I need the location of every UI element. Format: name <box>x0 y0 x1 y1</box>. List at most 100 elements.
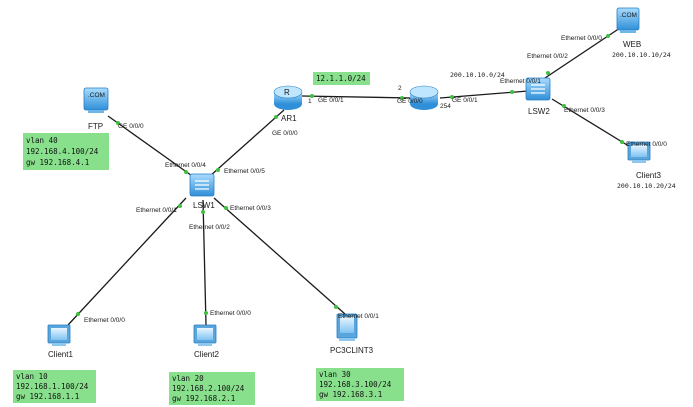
router-ar1[interactable]: R <box>273 85 303 110</box>
port-label: Ethernet 0/0/2 <box>527 53 568 60</box>
port-label: 254 <box>440 103 451 110</box>
switch-lsw2[interactable] <box>525 77 551 101</box>
port-dot <box>606 34 610 38</box>
note-box <box>169 372 255 405</box>
note-client2: vlan 20 192.168.2.100/24 gw 192.168.2.1 <box>169 372 255 405</box>
link-ftp-lsw1[interactable] <box>107 115 196 179</box>
port-dot <box>216 168 220 172</box>
port-dot <box>546 71 550 75</box>
server-base <box>620 30 636 33</box>
router-isp[interactable] <box>409 85 439 110</box>
port-label: GE 0/0/0 <box>272 130 298 137</box>
port-dot <box>178 204 182 208</box>
port-dot <box>562 104 566 108</box>
computer-stand <box>339 338 355 341</box>
network-label-200: 200.10.10.0/24 <box>450 71 505 79</box>
computer-screen <box>631 145 647 157</box>
switch-arrows-icon <box>531 84 545 94</box>
client2-device[interactable] <box>193 324 217 346</box>
note-line: gw 192.168.1.1 <box>16 392 79 401</box>
port-label: Ethernet 0/0/3 <box>564 107 605 114</box>
note-line: 192.168.3.100/24 <box>319 380 392 389</box>
computer-stand <box>52 343 66 346</box>
device-label-client2: Client2 <box>194 350 219 359</box>
note-box <box>13 370 96 403</box>
port-label: Ethernet 0/0/2 <box>189 224 230 231</box>
note-ftp: vlan 40 192.168.4.100/24 gw 192.168.4.1 <box>23 133 109 170</box>
web-server[interactable]: .COM <box>616 7 640 33</box>
server-base <box>88 110 104 113</box>
port-dot <box>224 206 228 210</box>
ftp-server[interactable]: .COM <box>83 87 109 113</box>
computer-screen <box>340 317 354 333</box>
port-label: Ethernet 0/0/0 <box>561 35 602 42</box>
device-label-lsw2: LSW2 <box>528 107 550 116</box>
port-label: 1 <box>308 98 312 105</box>
note-line: 192.168.2.100/24 <box>172 384 245 393</box>
port-dot <box>450 95 454 99</box>
note-box <box>23 133 109 170</box>
note-line: 192.168.1.100/24 <box>16 382 89 391</box>
pc3-device[interactable] <box>336 313 358 341</box>
computer-screen <box>51 328 67 340</box>
port-label: GE 0/0/1 <box>318 97 344 104</box>
device-label-ftp: FTP <box>88 122 103 131</box>
port-label: GE 0/0/0 <box>397 98 423 105</box>
device-label-pc3: PC3CLINT3 <box>330 346 374 355</box>
link-ar1-lsw1[interactable] <box>209 109 285 177</box>
port-label: Ethernet 0/0/0 <box>84 317 125 324</box>
router-top <box>273 85 303 99</box>
link-lsw1-pc3[interactable] <box>213 197 346 315</box>
client3-device[interactable] <box>627 141 651 163</box>
port-label: Ethernet 0/0/1 <box>500 78 541 85</box>
port-label: Ethernet 0/0/1 <box>338 313 379 320</box>
port-labels: GE 0/0/0 Ethernet 0/0/4 Ethernet 0/0/5 E… <box>84 35 667 324</box>
router-letter: R <box>284 88 290 97</box>
computer-stand <box>632 160 646 163</box>
port-dots <box>76 34 624 316</box>
note-line: vlan 20 <box>172 374 204 383</box>
note-line: vlan 10 <box>16 372 48 381</box>
computer-screen <box>197 328 213 340</box>
port-dot <box>204 311 208 315</box>
server-tag-label: .COM <box>88 92 105 99</box>
port-label: Ethernet 0/0/3 <box>230 205 271 212</box>
device-label-lsw1: LSW1 <box>193 201 215 210</box>
port-label: 2 <box>398 85 402 92</box>
switch-lsw1[interactable] <box>189 173 215 197</box>
port-label: Ethernet 0/0/5 <box>224 168 265 175</box>
note-line: gw 192.168.3.1 <box>319 390 382 399</box>
port-dot <box>334 305 338 309</box>
port-dot <box>76 312 80 316</box>
note-line: 192.168.4.100/24 <box>26 147 99 156</box>
note-box <box>313 72 370 85</box>
port-dot <box>620 140 624 144</box>
port-dot <box>184 170 188 174</box>
port-label: GE 0/0/1 <box>452 97 478 104</box>
note-line: vlan 30 <box>319 370 351 379</box>
client1-device[interactable] <box>47 324 71 346</box>
address-client3: 200.10.10.20/24 <box>617 182 676 190</box>
note-line: gw 192.168.4.1 <box>26 158 89 167</box>
port-label: Ethernet 0/0/0 <box>210 310 251 317</box>
address-web: 200.10.10.10/24 <box>612 51 671 59</box>
link-lsw1-client2[interactable] <box>202 199 207 326</box>
port-dot <box>510 90 514 94</box>
port-dot <box>310 94 314 98</box>
link-lsw1-client1[interactable] <box>67 197 187 326</box>
note-pc3: vlan 30 192.168.3.100/24 gw 192.168.3.1 <box>316 368 404 401</box>
port-label: Ethernet 0/0/4 <box>165 162 206 169</box>
port-dot <box>201 210 205 214</box>
switch-arrows-icon <box>195 180 209 190</box>
port-dot <box>400 96 404 100</box>
port-dot <box>274 115 278 119</box>
device-label-client3: Client3 <box>636 171 661 180</box>
port-label: Ethernet 0/0/0 <box>626 141 667 148</box>
note-wan: 12.1.1.0/24 <box>313 72 370 85</box>
note-client1: vlan 10 192.168.1.100/24 gw 192.168.1.1 <box>13 370 96 403</box>
link-ar1-router[interactable] <box>301 95 413 99</box>
note-line: 12.1.1.0/24 <box>316 74 366 83</box>
computer-stand <box>198 343 212 346</box>
note-line: gw 192.168.2.1 <box>172 394 235 403</box>
